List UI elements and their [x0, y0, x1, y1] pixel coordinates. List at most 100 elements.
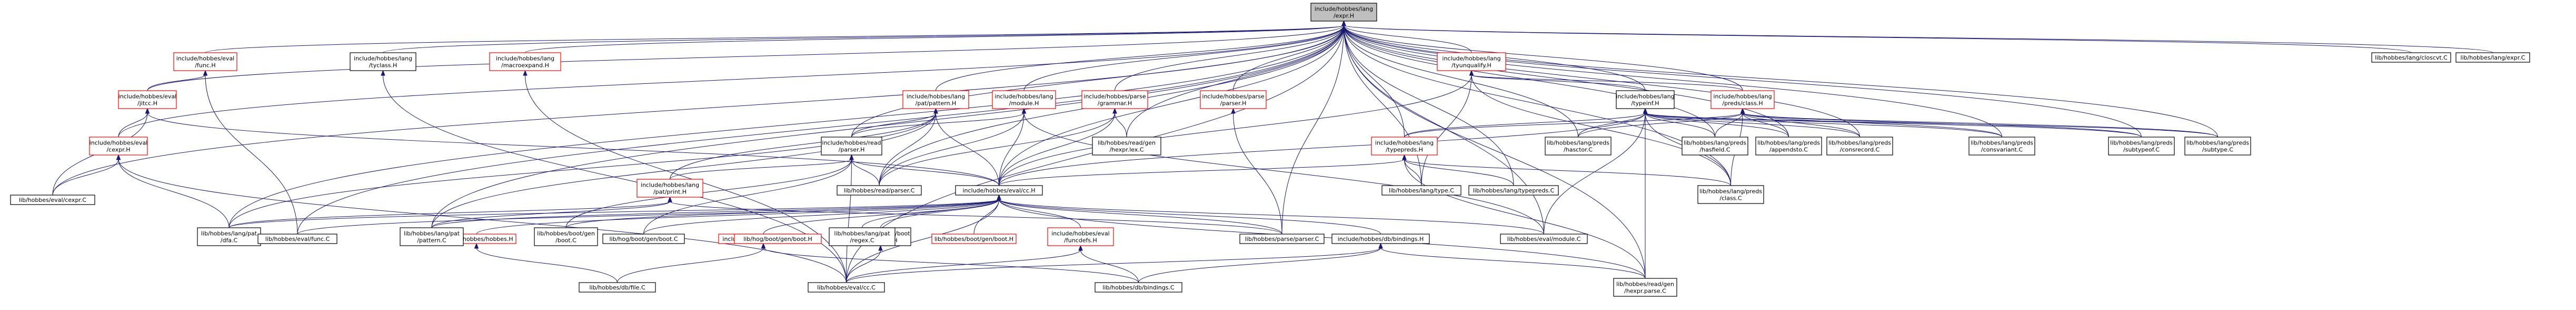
- node-src-consrecord[interactable]: lib/hobbes/lang/preds/consrecord.C: [1826, 137, 1893, 156]
- edge-line: [846, 247, 1381, 283]
- node-eval-funcdefs[interactable]: include/hobbes/eval/funcdefs.H: [1047, 227, 1114, 246]
- edge-arrowhead: [145, 108, 150, 114]
- node-src-hexpr-parse[interactable]: lib/hobbes/read/gen/hexpr.parse.C: [1613, 278, 1677, 297]
- node-read-parser[interactable]: include/hobbes/read/parser.H: [821, 137, 882, 156]
- edge-hobbes_h-to-src_db_file: [474, 243, 618, 283]
- edge-root-to-src_pat_pattern: [431, 20, 1346, 228]
- node-lang-module[interactable]: include/hobbes/lang/module.H: [992, 90, 1056, 109]
- node-box: [1047, 227, 1114, 246]
- node-eval-cc[interactable]: include/hobbes/eval/cc.H: [955, 185, 1043, 196]
- edge-line: [1344, 25, 1472, 53]
- node-lang-tyunqualify[interactable]: include/hobbes/lang/tyunqualify.H: [1437, 52, 1506, 71]
- edge-line: [999, 199, 1381, 235]
- node-label: /hasfield.C: [1699, 147, 1730, 153]
- edge-db_signals-to-src_db_file: [617, 243, 766, 283]
- edge-line: [999, 112, 1646, 186]
- node-src-consvariant[interactable]: lib/hobbes/lang/preds/consvariant.C: [1968, 137, 2035, 156]
- node-box: [257, 234, 337, 244]
- node-label: include/hobbes/lang: [994, 93, 1053, 100]
- edge-root-to-eval_jitcc: [147, 20, 1346, 91]
- node-src-subtype[interactable]: lib/hobbes/lang/preds/subtype.C: [2184, 137, 2251, 156]
- node-boot-gen-boot-h[interactable]: lib/hobbes/boot/gen/boot.H: [931, 234, 1017, 244]
- node-parse-grammar[interactable]: include/hobbes/parse/grammar.H: [1081, 90, 1148, 109]
- node-src-pat-pattern[interactable]: lib/hobbes/lang/pat/pattern.C: [400, 227, 464, 246]
- node-box: [902, 90, 969, 109]
- node-src-pat-regex[interactable]: lib/hobbes/lang/pat/regex.C: [829, 227, 896, 246]
- node-src-func[interactable]: lib/hobbes/eval/func.C: [257, 234, 337, 244]
- node-src-hasfield[interactable]: lib/hobbes/lang/preds/hasfield.C: [1682, 137, 1748, 156]
- edge-line: [228, 201, 670, 228]
- edge-eval_cexpr-to-src_cexpr: [52, 154, 121, 196]
- node-src-cexpr[interactable]: lib/hobbes/eval/cexpr.C: [10, 195, 95, 205]
- edge-line: [851, 25, 1344, 138]
- edge-db_bindings-to-src_bindings: [1138, 243, 1383, 283]
- node-src-boot-gen[interactable]: lib/hobbes/boot/gen/boot.C: [534, 227, 598, 246]
- node-src-appendsto[interactable]: lib/hobbes/lang/preds/appendsto.C: [1755, 137, 1822, 156]
- node-label: lib/hobbes/boot/gen: [537, 230, 595, 237]
- node-label: /subtypeof.C: [2123, 147, 2160, 153]
- edge-line: [851, 159, 999, 186]
- node-src-typepreds[interactable]: lib/hobbes/lang/typepreds.C: [1468, 185, 1559, 196]
- node-src-pat-dfa[interactable]: lib/hobbes/lang/pat/dfa.C: [197, 227, 261, 246]
- edge-line: [1344, 25, 2493, 53]
- node-lang-preds-class[interactable]: include/hobbes/lang/preds/class.H: [1710, 90, 1775, 109]
- node-root[interactable]: include/hobbes/lang/expr.H: [1310, 3, 1377, 22]
- edge-line: [431, 201, 670, 228]
- node-box: [821, 137, 882, 156]
- node-label: include/hobbes/eval: [1051, 230, 1110, 237]
- edge-line: [1742, 112, 2142, 138]
- node-src-type[interactable]: lib/hobbes/lang/type.C: [1381, 185, 1461, 196]
- node-src-hog-boot-h[interactable]: lib/hog/boot/gen/boot.H: [734, 234, 822, 244]
- node-lang-pat-pattern[interactable]: include/hobbes/lang/pat/pattern.H: [902, 90, 969, 109]
- node-label: /expr.H: [1334, 13, 1354, 20]
- edge-line: [1742, 112, 1860, 138]
- node-label: /appendsto.C: [1769, 147, 1808, 153]
- node-label: /parser.H: [1220, 100, 1247, 107]
- node-parse-parser[interactable]: include/hobbes/parse/parser.H: [1200, 90, 1267, 109]
- node-label: include/hobbes/parse: [1202, 93, 1264, 100]
- edge-root-to-lang_module: [1023, 20, 1346, 91]
- node-label: lib/hobbes/lang/typepreds.C: [1473, 187, 1555, 194]
- edge-lang_typeinf-to-src_hasfield: [1643, 108, 1715, 138]
- node-src-closcvt[interactable]: lib/hobbes/lang/closcvt.C: [2371, 52, 2451, 63]
- node-src-module[interactable]: lib/hobbes/eval/module.C: [1500, 234, 1588, 244]
- node-eval-jitcc[interactable]: include/hobbes/eval/jitcc.H: [118, 90, 177, 109]
- node-eval-cexpr[interactable]: include/hobbes/eval/cexpr.H: [89, 137, 148, 156]
- node-db-bindings[interactable]: include/hobbes/db/bindings.H: [1331, 234, 1430, 244]
- node-src-read-parser[interactable]: lib/hobbes/read/parser.C: [837, 185, 922, 196]
- node-src-class[interactable]: lib/hobbes/lang/preds/class.C: [1697, 185, 1764, 204]
- node-box: [400, 227, 464, 246]
- node-src-bindings[interactable]: lib/hobbes/db/bindings.C: [1095, 282, 1182, 293]
- node-box: [2371, 52, 2451, 63]
- node-lang-macroexpand[interactable]: include/hobbes/lang/macroexpand.H: [489, 52, 561, 71]
- node-src-db-file[interactable]: lib/hobbes/db/file.C: [579, 282, 656, 293]
- node-src-cc[interactable]: lib/hobbes/eval/cc.C: [808, 282, 885, 293]
- node-src-parse-parser[interactable]: lib/hobbes/parse/parser.C: [1239, 234, 1325, 244]
- node-lang-typeinf[interactable]: include/hobbes/lang/typeinf.H: [1616, 90, 1675, 109]
- edge-arrowhead: [997, 194, 1001, 200]
- edge-line: [1578, 112, 1743, 138]
- node-label: /consrecord.C: [1840, 147, 1880, 153]
- edge-line: [1138, 247, 1381, 283]
- edge-eval_cc-to-eval_funcdefs: [997, 194, 1081, 228]
- node-lang-typepreds[interactable]: include/hobbes/lang/typepreds.H: [1371, 137, 1438, 156]
- node-label: /consvariant.C: [1981, 147, 2023, 153]
- node-lang-tyclass[interactable]: include/hobbes/lang/tyclass.H: [350, 52, 416, 71]
- node-box: [1200, 90, 1267, 109]
- node-box: [1545, 137, 1612, 156]
- node-src-subtypeoff[interactable]: lib/hobbes/lang/preds/subtypeof.C: [2108, 137, 2175, 156]
- node-label: lib/hobbes/lang/preds: [1547, 140, 1609, 147]
- node-box: [89, 137, 148, 156]
- node-label: include/hobbes/parse: [1083, 93, 1146, 100]
- node-src-expr[interactable]: lib/hobbes/lang/expr.C: [2455, 52, 2530, 63]
- node-src-hasctor[interactable]: lib/hobbes/lang/preds/hasctor.C: [1545, 137, 1612, 156]
- node-lang-pat-print[interactable]: include/hobbes/lang/pat/print.H: [636, 179, 703, 198]
- edge-arrowhead: [1231, 108, 1236, 114]
- node-eval-func[interactable]: include/hobbes/eval/func.H: [173, 52, 237, 71]
- node-box: [1682, 137, 1748, 156]
- node-label: lib/hobbes/read/gen: [1098, 140, 1156, 147]
- node-label: /funcdefs.H: [1064, 237, 1097, 244]
- node-src-read-lexer[interactable]: lib/hobbes/read/gen/hexpr.lex.C: [1092, 137, 1161, 156]
- node-src-hog-boot[interactable]: lib/hog/boot/gen/boot.C: [602, 234, 685, 244]
- node-label: lib/hobbes/parse/parser.C: [1245, 236, 1319, 243]
